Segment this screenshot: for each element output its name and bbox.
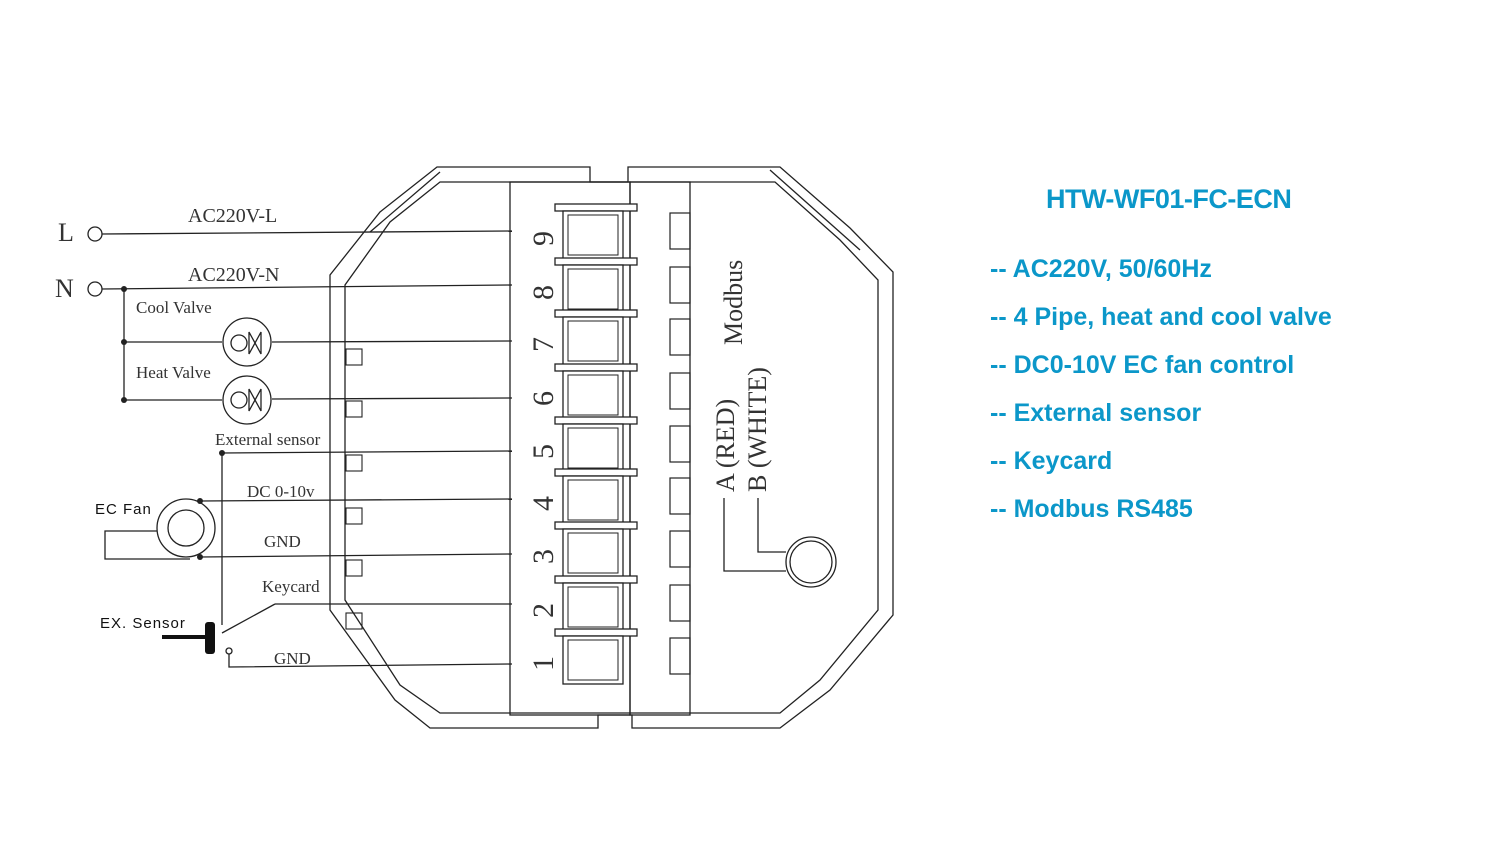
label-external-sensor: External sensor [215,430,321,449]
feature-item: -- AC220V, 50/60Hz [990,255,1212,283]
terminal-number: 9 [527,231,560,246]
label-ex-sensor: EX. Sensor [100,615,186,632]
terminal-number: 4 [527,496,560,511]
label-modbus: Modbus [719,260,748,345]
label-a-red: A (RED) [711,399,740,492]
terminal-number: 2 [527,603,560,618]
label-cool-valve: Cool Valve [136,298,212,317]
terminal-number: 5 [527,444,560,459]
terminal-number: 6 [527,391,560,406]
housing-clip [345,400,363,418]
label-dc: DC 0-10v [247,482,315,501]
ex-sensor-icon [162,622,215,654]
label-ec-fan: EC Fan [95,501,152,518]
terminal-number: 8 [527,285,560,300]
terminal-number: 3 [527,549,560,564]
housing-clip [345,612,363,630]
housing-clip [345,348,363,366]
label-keycard: Keycard [262,577,320,596]
terminal-8 [345,257,691,366]
ec-fan-icon [156,498,216,558]
label-n: N [55,274,74,303]
terminal-number: 1 [527,656,560,671]
terminal-9 [554,203,691,260]
terminal-number: 7 [527,337,560,352]
housing-clip [345,507,363,525]
terminal-2 [554,575,691,632]
terminal-3 [345,521,691,630]
label-heat-valve: Heat Valve [136,363,211,382]
label-l: L [58,218,74,247]
terminal-6 [345,363,691,472]
label-gnd-1: GND [264,532,301,551]
model-title: HTW-WF01-FC-ECN [1046,184,1292,214]
label-ac-l: AC220V-L [188,205,277,227]
feature-item: -- DC0-10V EC fan control [990,351,1295,379]
housing-clip [345,559,363,577]
labels: L N AC220V-L AC220V-N Cool Valve Heat Va… [55,205,772,668]
housing-clip [345,454,363,472]
cool-valve-icon [222,317,272,367]
label-b-white: B (WHITE) [743,367,772,492]
terminal-1 [554,628,691,685]
wires [87,226,837,668]
terminal-4 [345,468,691,577]
thermostat-housing [329,166,894,729]
label-gnd-2: GND [274,649,311,668]
feature-item: -- Keycard [990,447,1113,475]
feature-item: -- Modbus RS485 [990,495,1193,523]
heat-valve-icon [222,375,272,425]
feature-item: -- 4 Pipe, heat and cool valve [990,303,1332,331]
terminal-5 [345,416,691,525]
label-ac-n: AC220V-N [188,264,280,286]
feature-item: -- External sensor [990,399,1202,427]
terminal-7 [345,309,691,418]
